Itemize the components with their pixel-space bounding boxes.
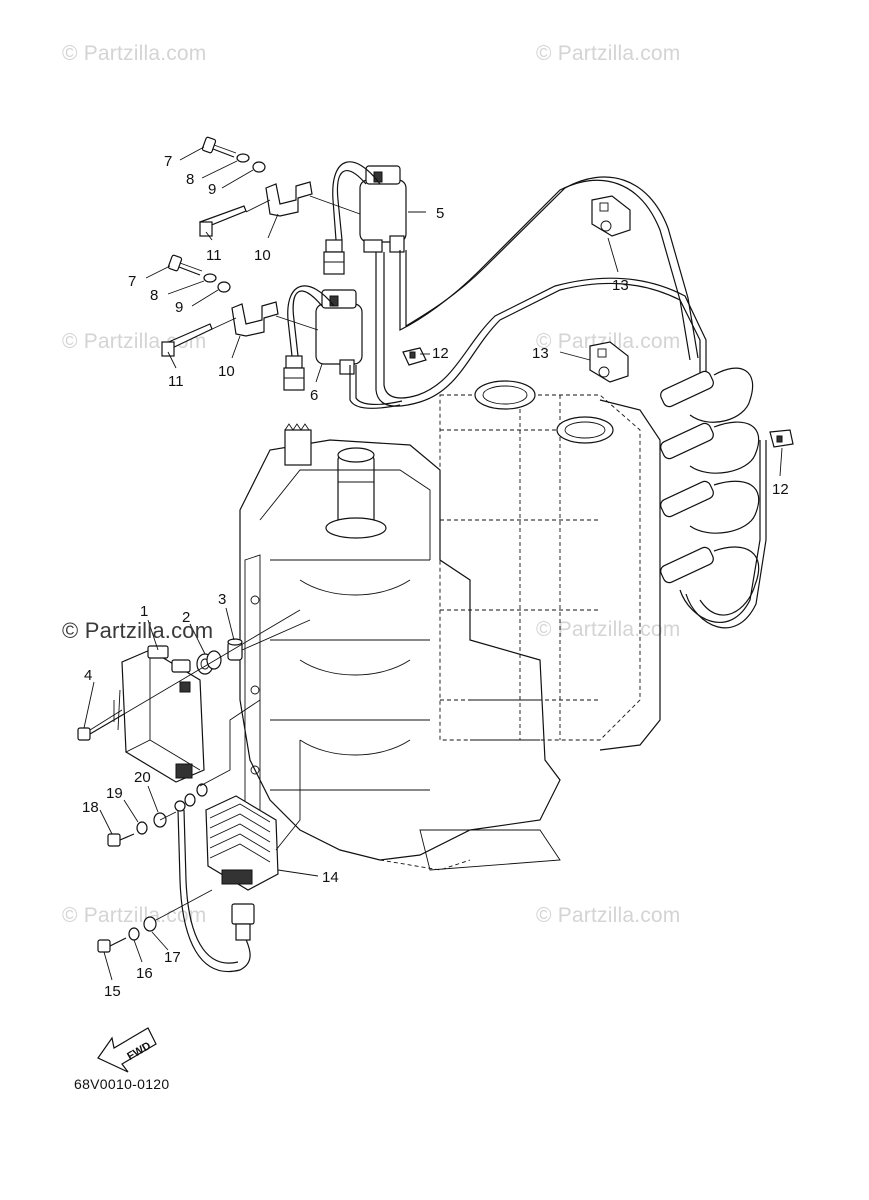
part-label-7-upper: 7 xyxy=(164,153,172,170)
cord-clamp-12b xyxy=(769,429,794,448)
rectifier-regulator xyxy=(205,795,279,891)
washer-19 xyxy=(136,821,148,835)
watermark-top-left: © Partzilla.com xyxy=(62,42,207,65)
plug-cap-1 xyxy=(660,367,754,423)
fwd-arrow-icon: FWD xyxy=(97,1027,157,1073)
washer-16 xyxy=(128,927,140,941)
grommet-2 xyxy=(196,650,222,675)
wire-harness-connector xyxy=(174,800,255,973)
plug-cap-4 xyxy=(660,546,760,616)
holder-13b xyxy=(589,341,629,383)
part-label-10-upper: 10 xyxy=(254,247,271,264)
washer-9-lower xyxy=(217,281,231,293)
watermark-lower-right: © Partzilla.com xyxy=(536,618,681,641)
part-labels: 7 8 9 10 11 5 7 8 9 10 11 6 12 13 13 12 … xyxy=(82,153,789,1000)
part-label-19: 19 xyxy=(106,785,123,802)
washer-17 xyxy=(143,916,157,932)
collar-3 xyxy=(227,638,243,661)
part-label-17: 17 xyxy=(164,949,181,966)
part-label-10-lower: 10 xyxy=(218,363,235,380)
watermark-bottom-right: © Partzilla.com xyxy=(536,904,681,927)
washer-8-lower xyxy=(203,273,217,283)
washer-8-upper xyxy=(236,153,250,163)
part-label-1: 1 xyxy=(140,603,148,620)
watermark-mid-right: © Partzilla.com xyxy=(536,330,681,353)
ignition-coil-upper xyxy=(323,161,407,275)
ignition-coil-lower xyxy=(283,285,363,391)
part-label-13a: 13 xyxy=(612,277,629,294)
part-label-11-lower: 11 xyxy=(168,373,184,390)
part-label-2: 2 xyxy=(182,609,190,626)
washer-20c xyxy=(196,783,208,797)
part-label-11-upper: 11 xyxy=(206,247,222,264)
part-label-5: 5 xyxy=(436,205,444,222)
part-label-9-lower: 9 xyxy=(175,299,183,316)
diagram-reference-code: 68V0010-0120 xyxy=(74,1076,170,1092)
part-label-14: 14 xyxy=(322,869,339,886)
holder-13a xyxy=(591,195,631,237)
bolt-15 xyxy=(97,937,127,953)
part-label-7-lower: 7 xyxy=(128,273,136,290)
part-label-3: 3 xyxy=(218,591,226,608)
part-label-4: 4 xyxy=(84,667,92,684)
bolt-7-lower xyxy=(167,254,203,276)
part-label-16: 16 xyxy=(136,965,153,982)
bolt-4 xyxy=(77,709,125,741)
band-11-upper xyxy=(199,205,247,237)
cdi-unit xyxy=(113,645,205,783)
part-label-8-lower: 8 xyxy=(150,287,158,304)
part-label-6: 6 xyxy=(310,387,318,404)
washer-20b xyxy=(184,793,196,807)
part-label-18: 18 xyxy=(82,799,99,816)
bracket-10-lower xyxy=(231,301,279,337)
cord-clamp-12a xyxy=(402,347,427,366)
part-label-8-upper: 8 xyxy=(186,171,194,188)
plug-cap-3 xyxy=(660,480,760,534)
part-label-15: 15 xyxy=(104,983,121,1000)
bracket-10-upper xyxy=(265,181,313,217)
part-label-12b: 12 xyxy=(772,481,789,498)
watermark-foreground: © Partzilla.com xyxy=(62,618,214,643)
watermark-top-right: © Partzilla.com xyxy=(536,42,681,65)
part-label-12a: 12 xyxy=(432,345,449,362)
plug-leads xyxy=(349,176,767,629)
bolt-7-upper xyxy=(201,136,237,158)
part-label-20: 20 xyxy=(134,769,151,786)
washer-9-upper xyxy=(252,161,266,173)
watermark-bottom-left: © Partzilla.com xyxy=(62,904,207,927)
part-label-13b: 13 xyxy=(532,345,549,362)
part-label-9-upper: 9 xyxy=(208,181,216,198)
bolt-18 xyxy=(107,833,135,847)
leader-lines xyxy=(83,146,783,981)
engine-block xyxy=(239,380,661,871)
plug-cap-2 xyxy=(660,421,760,474)
band-11-lower xyxy=(161,323,213,357)
